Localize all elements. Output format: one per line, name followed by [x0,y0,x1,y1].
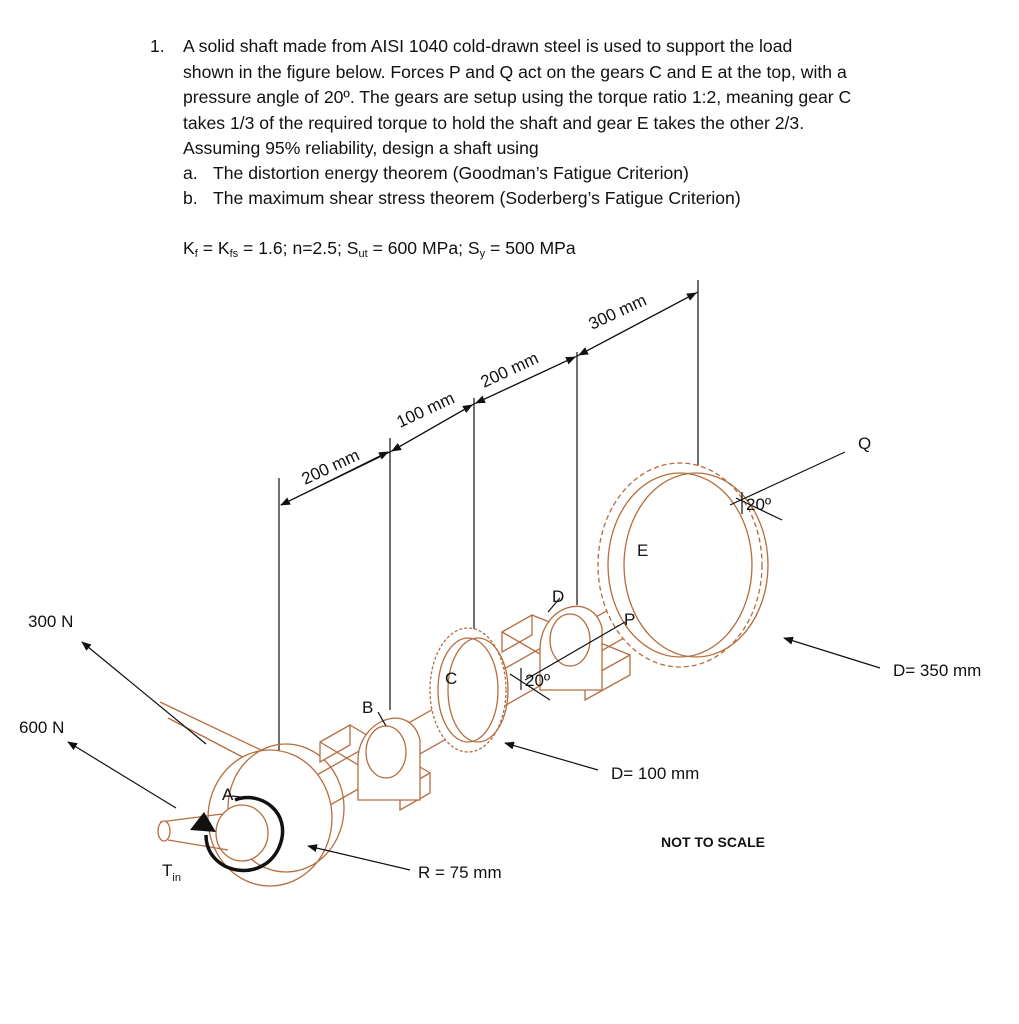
part-text: The maximum shear stress theorem (Soderb… [213,188,741,208]
part-letter: a. [183,163,198,183]
param-text: = 600 MPa; S [367,238,480,258]
point-b-label: B [362,698,373,717]
gear-e [597,462,769,668]
torque-label: Tin [162,861,181,884]
part-text: The distortion energy theorem (Goodman’s… [213,163,689,183]
extension-lines [278,280,699,772]
angle-c-label: 20º [525,671,550,690]
param-text: = 1.6; n=2.5; S [238,238,359,258]
question-line: pressure angle of 20º. The gears are set… [183,87,852,107]
force-lines [67,451,881,871]
point-d-label: D [552,587,564,606]
point-q-label: Q [858,434,871,453]
force-q-line [729,451,846,506]
sut-subscript: ut [358,248,368,260]
torque-subscript: in [172,872,181,884]
dimension-lines [280,291,699,506]
force-300n-arrow [81,641,207,745]
gear-e-leader [783,636,881,669]
design-parameters: Kf = Kfs = 1.6; n=2.5; Sut = 600 MPa; Sy… [183,236,576,268]
dim-label-200b: 200 mm [478,348,542,391]
point-a-label: A [222,785,234,804]
kf-symbol: K [183,238,195,258]
torque-arrow [190,795,285,873]
b-leader [377,711,387,727]
dim-arrow-100 [391,403,475,452]
dim-label-100: 100 mm [394,388,458,431]
not-to-scale-note: NOT TO SCALE [661,834,765,850]
force-600n-label: 600 N [19,718,64,737]
gear-c-leader [504,741,599,771]
dim-arrow-200a [280,451,389,506]
question-text: A solid shaft made from AISI 1040 cold-d… [183,34,943,162]
question-line: Assuming 95% reliability, design a shaft… [183,138,539,158]
point-c-label: C [445,669,457,688]
bearing-b [319,717,431,812]
angle-marker-e [735,492,783,521]
angle-e-label: 20º [746,495,771,514]
dim-arrow-300 [578,291,699,356]
dim-arrow-200b [475,355,578,404]
param-text: = 500 MPa [485,238,576,258]
force-p-line [524,621,626,681]
part-b: b. The maximum shear stress theorem (Sode… [183,186,741,212]
pulley-radius-label: R = 75 mm [418,863,502,882]
kf-subscript: f [194,248,198,260]
question-line: shown in the figure below. Forces P and … [183,61,847,82]
torque-symbol: T [162,861,172,880]
force-600n-arrow [67,741,177,809]
gear-e-diameter-label: D= 350 mm [893,661,981,680]
part-letter: b. [183,188,198,208]
a-leader [231,795,249,799]
pulley-leader [307,844,411,871]
part-a: a. The distortion energy theorem (Goodman… [183,161,689,187]
bearing-d [501,605,631,702]
gear-c [429,627,509,753]
pulley-a [157,701,345,887]
point-p-label: P [624,610,635,629]
dim-label-200a: 200 mm [299,445,363,488]
force-300n-label: 300 N [28,612,73,631]
sy-subscript: y [479,248,486,260]
question-line: takes 1/3 of the required torque to hold… [183,112,805,133]
dim-label-300: 300 mm [586,290,650,333]
question-number: 1. [150,36,165,56]
point-e-label: E [637,541,648,560]
d-leader [547,597,561,613]
kfs-subscript: fs [229,248,239,260]
angle-marker-c [509,668,551,701]
gear-c-diameter-label: D= 100 mm [611,764,699,783]
param-text: = K [197,238,230,258]
question-line: A solid shaft made from AISI 1040 cold-d… [183,36,793,56]
